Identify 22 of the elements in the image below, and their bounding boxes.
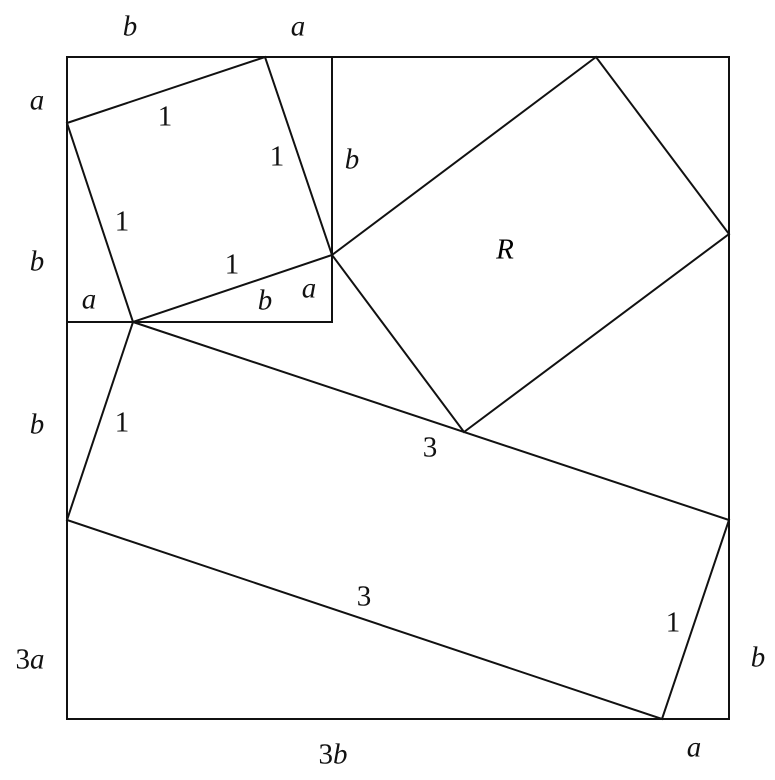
length-label: 1 [114, 408, 130, 438]
length-label: 3 [422, 434, 438, 462]
variable-label: a [30, 86, 44, 116]
variable-label: a [82, 286, 96, 314]
variable-label: b [344, 146, 360, 174]
variable-label: b [122, 12, 138, 42]
length-label: 1 [270, 142, 284, 172]
variable-label: b [30, 248, 44, 276]
length-label: 1 [114, 208, 130, 236]
variable-label: 3b [318, 740, 348, 770]
length-label: 3 [356, 582, 372, 612]
variable-label: b [258, 286, 272, 316]
region-label: R [496, 236, 514, 264]
variable-label: a [302, 274, 316, 304]
variable-label: b [30, 410, 44, 440]
length-label: 1 [224, 250, 240, 280]
variable-label: a [290, 12, 306, 42]
variable-label: a [686, 734, 702, 762]
variable-label: b [750, 644, 766, 672]
length-label: 1 [666, 608, 680, 638]
length-label: 1 [158, 102, 172, 132]
variable-label: 3a [16, 646, 44, 674]
